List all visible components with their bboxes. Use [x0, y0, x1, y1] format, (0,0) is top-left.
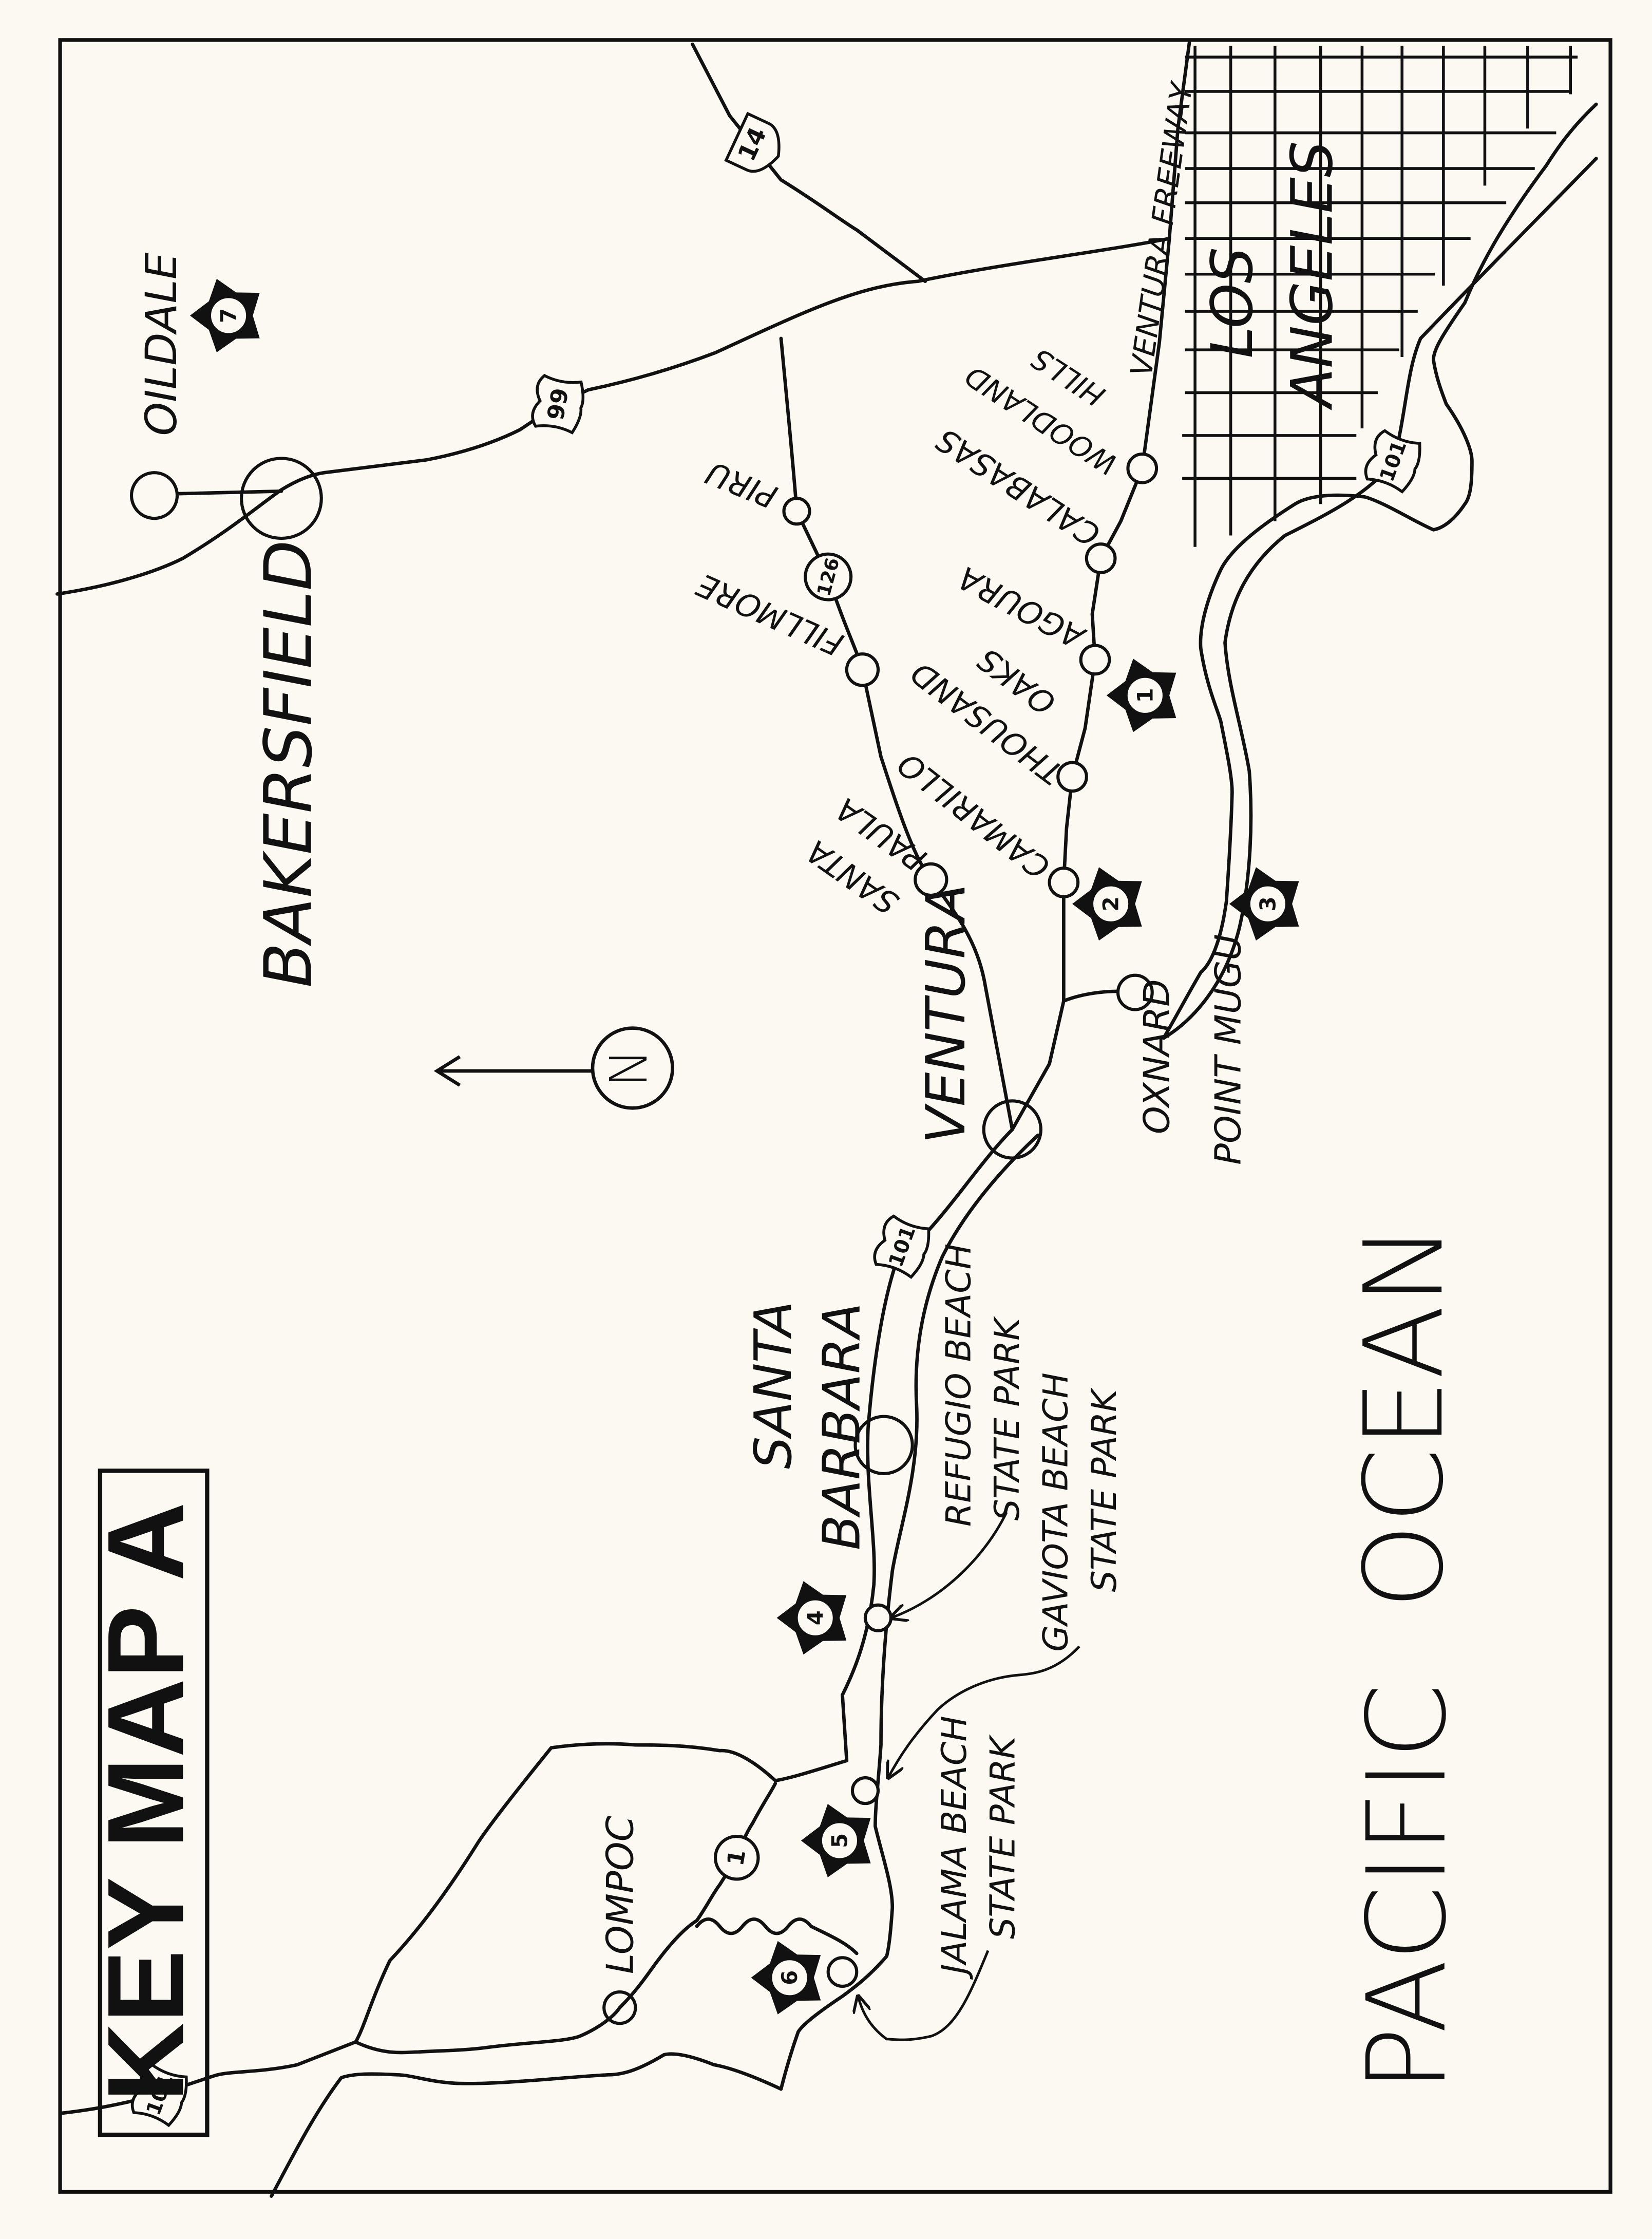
gem-site-circle: [820, 1821, 860, 1860]
us101-northwest-road: [58, 1693, 849, 2115]
label-pacific: PACIFIC: [1344, 1683, 1470, 2092]
gaviota-marker: [850, 1776, 880, 1805]
label-ocean: OCEAN: [1341, 1224, 1467, 1609]
fillmore-marker: [845, 652, 880, 687]
route-14-shield: 14: [724, 111, 781, 173]
label-agoura: AGOURA: [953, 559, 1092, 656]
label-lompoc: LOMPOC: [599, 1815, 642, 1974]
la-coastline: [1162, 102, 1598, 1040]
route-101-west-shield: 101: [130, 2062, 188, 2128]
label-gaviota-state-park: STATE PARK: [1084, 1387, 1124, 1592]
label-oildale: OILDALE: [137, 252, 186, 436]
gem-site-number: 4: [803, 1610, 828, 1625]
santa-paula-marker: [914, 862, 948, 897]
gem-site-circle: [1248, 884, 1288, 924]
map-title-box: KEY MAP A: [85, 1469, 210, 2137]
gem-site-circle: [770, 1958, 809, 1998]
agoura-marker: [1079, 644, 1111, 676]
gem-site-number: 6: [777, 1970, 802, 1985]
route-1-shield: 1: [713, 1834, 760, 1881]
gem-site-7: 7: [190, 278, 260, 352]
gem-site-number: 7: [216, 308, 241, 323]
gem-site-3: 3: [1229, 867, 1299, 941]
route-101-ventura-shield: 101: [873, 1214, 931, 1280]
route-126-road: [779, 336, 1014, 1132]
jalama-road: [695, 1917, 859, 1955]
label-angeles: ANGELES: [1280, 141, 1346, 410]
woodland-hills-marker: [1126, 452, 1159, 484]
label-oxnard: OXNARD: [1136, 979, 1178, 1134]
north-arrow: N: [433, 1026, 674, 1110]
label-refugio-state-park: STATE PARK: [987, 1315, 1027, 1521]
gem-site-circle: [1091, 884, 1131, 924]
gem-site-number: 2: [1098, 896, 1124, 911]
label-santa: SANTA: [743, 1301, 803, 1469]
refugio-arrow: [891, 1511, 1008, 1618]
gem-site-number: 5: [827, 1833, 852, 1848]
gem-site-circle: [208, 296, 249, 335]
label-refugio-beach: REFUGIO BEACH: [938, 1244, 978, 1527]
lompoc-marker: [602, 1990, 637, 2025]
santa-barbara-coastline: [270, 1133, 1040, 2198]
gem-site-circle: [795, 1598, 835, 1638]
route-126-shield: 126: [804, 552, 853, 601]
gem-site-circle: [1125, 675, 1165, 716]
north-arrowhead-icon: [433, 1055, 461, 1087]
map-border: [58, 38, 1612, 2194]
oildale-road: [161, 489, 283, 496]
gaviota-arrow: [888, 1645, 1080, 1778]
route-99-number: 99: [543, 386, 574, 422]
gem-site-markers: 1 2 3 4 5 6 7: [190, 278, 1299, 2015]
north-label: N: [599, 1049, 659, 1087]
label-piru: PIRU: [701, 454, 782, 515]
label-bakersfield: BAKERSFIELD: [250, 540, 327, 988]
thousand-oaks-marker: [1056, 761, 1088, 793]
gem-site-number: 1: [1132, 688, 1157, 703]
gem-site-1: 1: [1106, 658, 1176, 732]
route-14-road: [691, 42, 927, 283]
gem-site-2: 2: [1072, 867, 1142, 941]
oxnard-marker: [1116, 973, 1154, 1011]
santa-barbara-marker: [853, 1415, 914, 1475]
calabasas-marker: [1085, 542, 1117, 574]
jalama-marker: [826, 1956, 859, 1988]
town-markers: [129, 452, 1159, 2025]
gem-site-number: 3: [1255, 896, 1280, 911]
label-jalama-beach: JALAMA BEACH: [934, 1716, 974, 1980]
camarillo-marker: [1048, 867, 1080, 898]
map-title: KEY MAP A: [85, 1502, 206, 2102]
refugio-marker: [863, 1603, 893, 1632]
bakersfield-marker: [240, 457, 323, 540]
north-circle: [591, 1026, 674, 1110]
oildale-marker: [129, 471, 179, 520]
label-ventura: VENTURA: [914, 884, 977, 1143]
gem-site-6: 6: [751, 1941, 821, 2015]
ventura-marker: [982, 1099, 1042, 1160]
route-99-shield: 99: [531, 373, 585, 435]
label-barbara: BARBARA: [811, 1303, 871, 1550]
piru-marker: [782, 497, 811, 526]
route-101-la-shield: 101: [1364, 429, 1421, 494]
lompoc-road: [354, 1781, 777, 2055]
label-jalama-state-park: STATE PARK: [982, 1734, 1022, 1939]
label-gaviota-beach: GAVIOTA BEACH: [1035, 1372, 1075, 1652]
los-angeles-street-grid: [1182, 45, 1578, 547]
label-ventura-freeway: VENTURA FREEWAY: [1124, 79, 1200, 379]
label-point-mugu: POINT MUGU: [1208, 934, 1249, 1165]
gem-site-4: 4: [776, 1581, 847, 1655]
jalama-arrow: [858, 1950, 990, 2041]
gem-site-5: 5: [801, 1803, 871, 1877]
label-los: LOS: [1200, 247, 1266, 359]
